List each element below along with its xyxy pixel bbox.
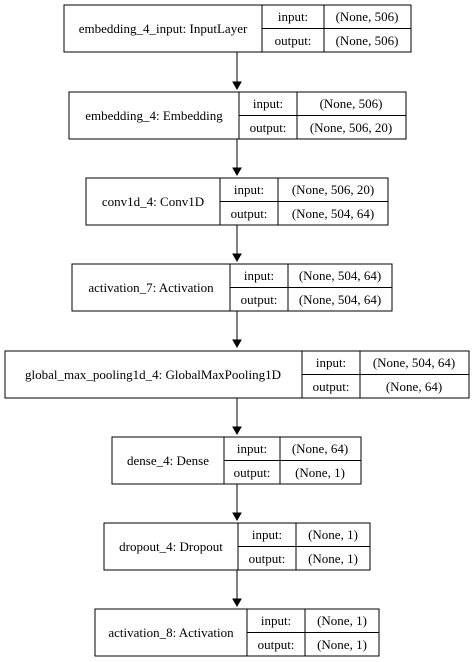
output-shape: (None, 1) <box>308 551 358 566</box>
layer-name: dense_4: Dense <box>127 453 209 468</box>
output-shape: (None, 504, 64) <box>292 206 374 221</box>
arrowhead-7 <box>232 598 242 608</box>
input-label: input: <box>278 9 308 24</box>
layer-node-dropout: dropout_4: Dropout input: output: (None,… <box>103 522 371 571</box>
layer-name: activation_7: Activation <box>88 280 214 295</box>
layer-node-embedding: embedding_4: Embedding input: output: (N… <box>68 91 407 140</box>
input-shape: (None, 64) <box>292 441 348 456</box>
layer-name: dropout_4: Dropout <box>119 539 223 554</box>
input-shape: (None, 1) <box>308 527 358 542</box>
output-shape: (None, 1) <box>317 637 367 652</box>
input-shape: (None, 506) <box>336 9 399 24</box>
output-shape: (None, 506, 20) <box>310 120 392 135</box>
output-shape: (None, 1) <box>295 465 345 480</box>
input-shape: (None, 506, 20) <box>292 182 374 197</box>
layer-name: activation_8: Activation <box>108 625 234 640</box>
layer-node-box <box>103 522 371 571</box>
layer-name: embedding_4_input: InputLayer <box>79 21 248 36</box>
arrowhead-1 <box>232 81 242 91</box>
output-label: output: <box>250 120 287 135</box>
output-label: output: <box>241 292 278 307</box>
layer-node-activation-8: activation_8: Activation input: output: … <box>94 608 380 657</box>
output-label: output: <box>234 465 271 480</box>
layer-node-dense: dense_4: Dense input: output: (None, 64)… <box>111 436 362 485</box>
output-shape: (None, 506) <box>336 33 399 48</box>
layer-name: embedding_4: Embedding <box>85 108 223 123</box>
arrowhead-4 <box>232 339 242 349</box>
layer-node-global-max-pooling: global_max_pooling1d_4: GlobalMaxPooling… <box>4 350 470 399</box>
input-label: input: <box>244 268 274 283</box>
output-label: output: <box>275 33 312 48</box>
input-shape: (None, 1) <box>317 613 367 628</box>
input-shape: (None, 504, 64) <box>299 268 381 283</box>
input-label: input: <box>253 96 283 111</box>
layer-node-conv1d: conv1d_4: Conv1D input: output: (None, 5… <box>85 177 389 226</box>
output-label: output: <box>258 637 295 652</box>
arrowhead-2 <box>232 167 242 177</box>
output-label: output: <box>249 551 286 566</box>
input-shape: (None, 504, 64) <box>373 355 455 370</box>
output-shape: (None, 504, 64) <box>299 292 381 307</box>
arrowhead-3 <box>232 253 242 263</box>
input-shape: (None, 506) <box>320 96 383 111</box>
input-label: input: <box>252 527 282 542</box>
output-shape: (None, 64) <box>386 379 442 394</box>
arrowhead-6 <box>232 512 242 522</box>
arrowhead-5 <box>232 426 242 436</box>
layer-name: global_max_pooling1d_4: GlobalMaxPooling… <box>25 367 281 382</box>
output-label: output: <box>313 379 350 394</box>
edges <box>232 52 242 608</box>
input-label: input: <box>316 355 346 370</box>
input-label: input: <box>261 613 291 628</box>
layer-node-embedding-input: embedding_4_input: InputLayer input: out… <box>63 4 412 53</box>
input-label: input: <box>237 441 267 456</box>
input-label: input: <box>234 182 264 197</box>
layer-name: conv1d_4: Conv1D <box>102 194 204 209</box>
output-label: output: <box>231 206 268 221</box>
layer-node-activation-7: activation_7: Activation input: output: … <box>71 263 393 312</box>
